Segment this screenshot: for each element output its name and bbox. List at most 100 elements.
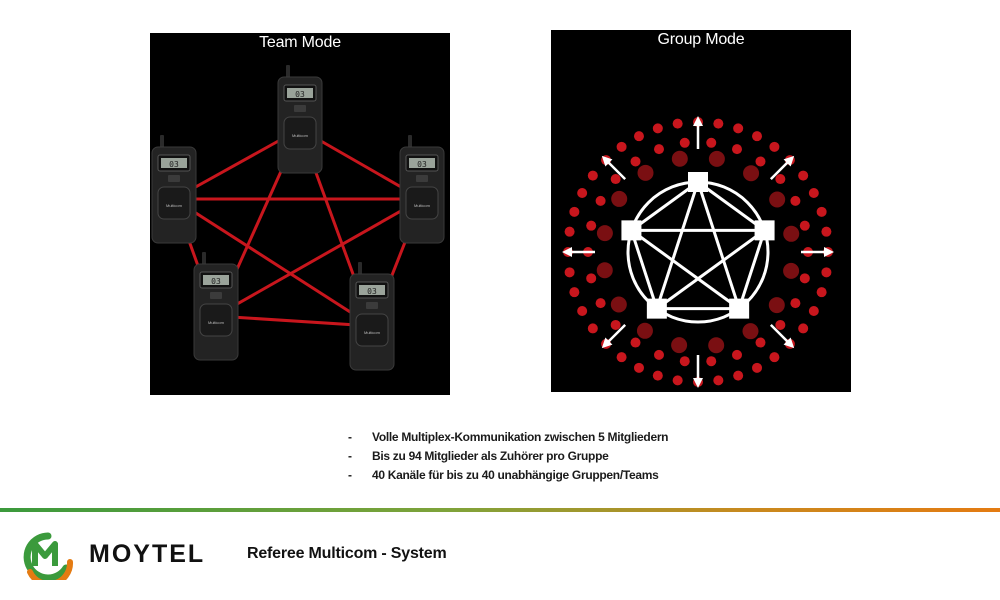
outer-dot (769, 352, 780, 363)
middle-dot (755, 337, 766, 348)
radio-keypad (157, 186, 191, 220)
radio-keypad (405, 186, 439, 220)
feature-item: - Bis zu 94 Mitglieder als Zuhörer pro Gr… (348, 447, 668, 466)
middle-dot (732, 349, 743, 360)
inner-dot (743, 165, 760, 182)
radio-button (168, 175, 180, 182)
middle-dot (799, 273, 810, 284)
feature-text: Volle Multiplex-Kommunikation zwischen 5… (372, 430, 669, 444)
network-node (621, 220, 642, 241)
middle-dot (595, 298, 606, 309)
network-node (688, 172, 708, 192)
antenna (160, 135, 164, 149)
middle-dot (706, 356, 717, 367)
radio-button (416, 175, 428, 182)
inner-dot (768, 297, 785, 314)
network-node (729, 298, 750, 319)
link-line (215, 197, 423, 318)
radio-keypad (199, 303, 233, 337)
outer-dot (672, 375, 683, 386)
outer-dot (569, 287, 580, 298)
link-line (173, 197, 373, 328)
arrow-head (562, 247, 572, 257)
moytel-logo-icon (23, 532, 74, 580)
inner-dot (596, 262, 613, 279)
outer-dot (652, 123, 663, 134)
middle-dot (630, 156, 641, 167)
outer-dot (713, 375, 724, 386)
inner-dot (610, 296, 627, 313)
inner-dot (671, 337, 688, 354)
network-link (737, 229, 767, 310)
outer-dot (752, 362, 763, 373)
outer-dot (672, 118, 683, 129)
middle-dot (775, 174, 786, 185)
inner-dot (637, 164, 654, 181)
inner-dot (671, 150, 688, 167)
inner-dot (742, 323, 759, 340)
middle-dot (586, 273, 597, 284)
middle-dot (790, 298, 801, 309)
outer-dot (577, 187, 588, 198)
outer-dot (808, 187, 819, 198)
feature-text: Bis zu 94 Mitglieder als Zuhörer pro Gru… (372, 449, 609, 463)
bullet-marker: - (348, 430, 352, 444)
network-link (696, 181, 741, 310)
radio-display-text: 03 (211, 277, 221, 286)
inner-dot (596, 225, 613, 242)
network-link (655, 229, 766, 310)
middle-dot (610, 319, 621, 330)
inner-dot (611, 190, 628, 207)
outer-dot (798, 323, 809, 334)
middle-dot (679, 137, 690, 148)
inner-dot (636, 322, 653, 339)
arrow-head (693, 378, 703, 388)
radio-screen (203, 275, 229, 285)
link-line (215, 314, 373, 328)
outer-dot (733, 370, 744, 381)
arrow-icon (693, 116, 703, 149)
feature-text: 40 Kanäle für bis zu 40 unabhängige Grup… (372, 468, 659, 482)
antenna (408, 135, 412, 149)
outer-dot (769, 141, 780, 152)
brand-name: MOYTEL (89, 540, 206, 568)
bullet-marker: - (348, 449, 352, 463)
outer-dot (577, 306, 588, 317)
middle-dot (790, 195, 801, 206)
team-mode-graphic: 03Multicom03Multicom03Multicom03Multicom… (151, 65, 445, 371)
network-node (646, 298, 667, 319)
inner-dot (769, 191, 786, 208)
radio-display-text: 03 (169, 160, 179, 169)
outer-dot (816, 287, 827, 298)
middle-dot (586, 220, 597, 231)
inner-dot (708, 337, 725, 354)
group-mode-graphic (562, 116, 834, 388)
arrow-head (693, 116, 703, 126)
arrow-icon (801, 247, 834, 257)
feature-list: - Volle Multiplex-Kommunikation zwischen … (348, 428, 669, 485)
outer-dot (587, 323, 598, 334)
antenna (358, 262, 362, 276)
middle-dot (595, 195, 606, 206)
network-link (629, 229, 659, 310)
arrow-icon (562, 247, 595, 257)
radio-display-text: 03 (295, 90, 305, 99)
outer-dot (808, 306, 819, 317)
bullet-marker: - (348, 468, 352, 482)
team-mode-title: Team Mode (259, 34, 341, 51)
radio-screen (161, 158, 187, 168)
radio-brand-label: Multicom (414, 203, 431, 208)
network-link (630, 229, 741, 310)
middle-dot (610, 174, 621, 185)
arrow-head (783, 337, 795, 349)
radio-brand-label: Multicom (208, 320, 225, 325)
middle-dot (630, 337, 641, 348)
network-link (655, 181, 700, 310)
antenna (202, 252, 206, 266)
antenna (286, 65, 290, 79)
middle-dot (653, 349, 664, 360)
middle-dot (653, 144, 664, 155)
inner-dot (783, 225, 800, 242)
